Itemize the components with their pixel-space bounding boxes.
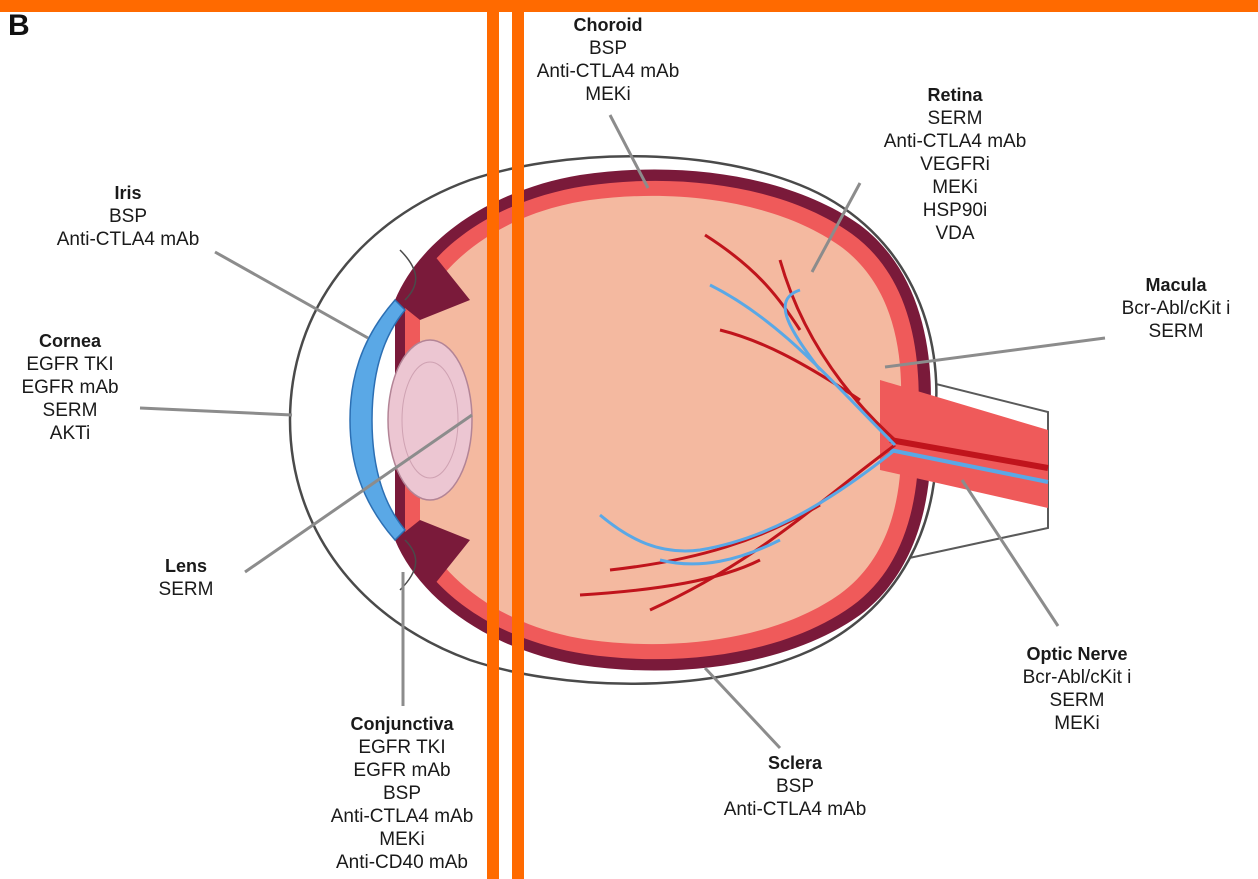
label-item: Bcr-Abl/cKit i (1023, 666, 1132, 689)
cornea-label: Cornea EGFR TKI EGFR mAb SERM AKTi (21, 330, 118, 445)
label-item: SERM (1023, 689, 1132, 712)
macula-label: Macula Bcr-Abl/cKit i SERM (1122, 274, 1231, 343)
label-item: EGFR TKI (21, 353, 118, 376)
label-item: BSP (331, 782, 474, 805)
leader-sclera (705, 668, 780, 748)
label-item: SERM (159, 578, 214, 601)
choroid-label: Choroid BSP Anti-CTLA4 mAb MEKi (537, 14, 680, 106)
label-item: BSP (724, 775, 867, 798)
label-item: MEKi (331, 828, 474, 851)
label-title: Choroid (537, 14, 680, 37)
label-item: SERM (1122, 320, 1231, 343)
label-title: Sclera (724, 752, 867, 775)
label-title: Macula (1122, 274, 1231, 297)
top-frame-bar (0, 0, 1258, 12)
retina-label: Retina SERM Anti-CTLA4 mAb VEGFRi MEKi H… (884, 84, 1027, 245)
label-title: Retina (884, 84, 1027, 107)
conjunctiva-label: Conjunctiva EGFR TKI EGFR mAb BSP Anti-C… (331, 713, 474, 874)
lens-label: Lens SERM (159, 555, 214, 601)
label-item: HSP90i (884, 199, 1027, 222)
label-item: Anti-CTLA4 mAb (884, 130, 1027, 153)
label-item: Anti-CD40 mAb (331, 851, 474, 874)
label-item: AKTi (21, 422, 118, 445)
label-item: SERM (884, 107, 1027, 130)
label-title: Optic Nerve (1023, 643, 1132, 666)
label-item: Anti-CTLA4 mAb (57, 228, 200, 251)
label-item: BSP (57, 205, 200, 228)
leader-cornea (140, 408, 292, 415)
label-item: MEKi (1023, 712, 1132, 735)
label-item: Anti-CTLA4 mAb (331, 805, 474, 828)
label-item: VDA (884, 222, 1027, 245)
label-item: BSP (537, 37, 680, 60)
label-title: Iris (57, 182, 200, 205)
label-item: MEKi (537, 83, 680, 106)
frame-bar-left (487, 0, 499, 879)
label-item: EGFR TKI (331, 736, 474, 759)
label-item: Bcr-Abl/cKit i (1122, 297, 1231, 320)
lens (388, 340, 472, 500)
label-title: Lens (159, 555, 214, 578)
optic-nerve-label: Optic Nerve Bcr-Abl/cKit i SERM MEKi (1023, 643, 1132, 735)
label-item: Anti-CTLA4 mAb (724, 798, 867, 821)
panel-letter: B (8, 9, 30, 43)
frame-bar-right (512, 0, 524, 879)
iris-label: Iris BSP Anti-CTLA4 mAb (57, 182, 200, 251)
label-title: Cornea (21, 330, 118, 353)
sclera-label: Sclera BSP Anti-CTLA4 mAb (724, 752, 867, 821)
label-title: Conjunctiva (331, 713, 474, 736)
label-item: EGFR mAb (331, 759, 474, 782)
label-item: VEGFRi (884, 153, 1027, 176)
label-item: MEKi (884, 176, 1027, 199)
label-item: EGFR mAb (21, 376, 118, 399)
label-item: Anti-CTLA4 mAb (537, 60, 680, 83)
label-item: SERM (21, 399, 118, 422)
